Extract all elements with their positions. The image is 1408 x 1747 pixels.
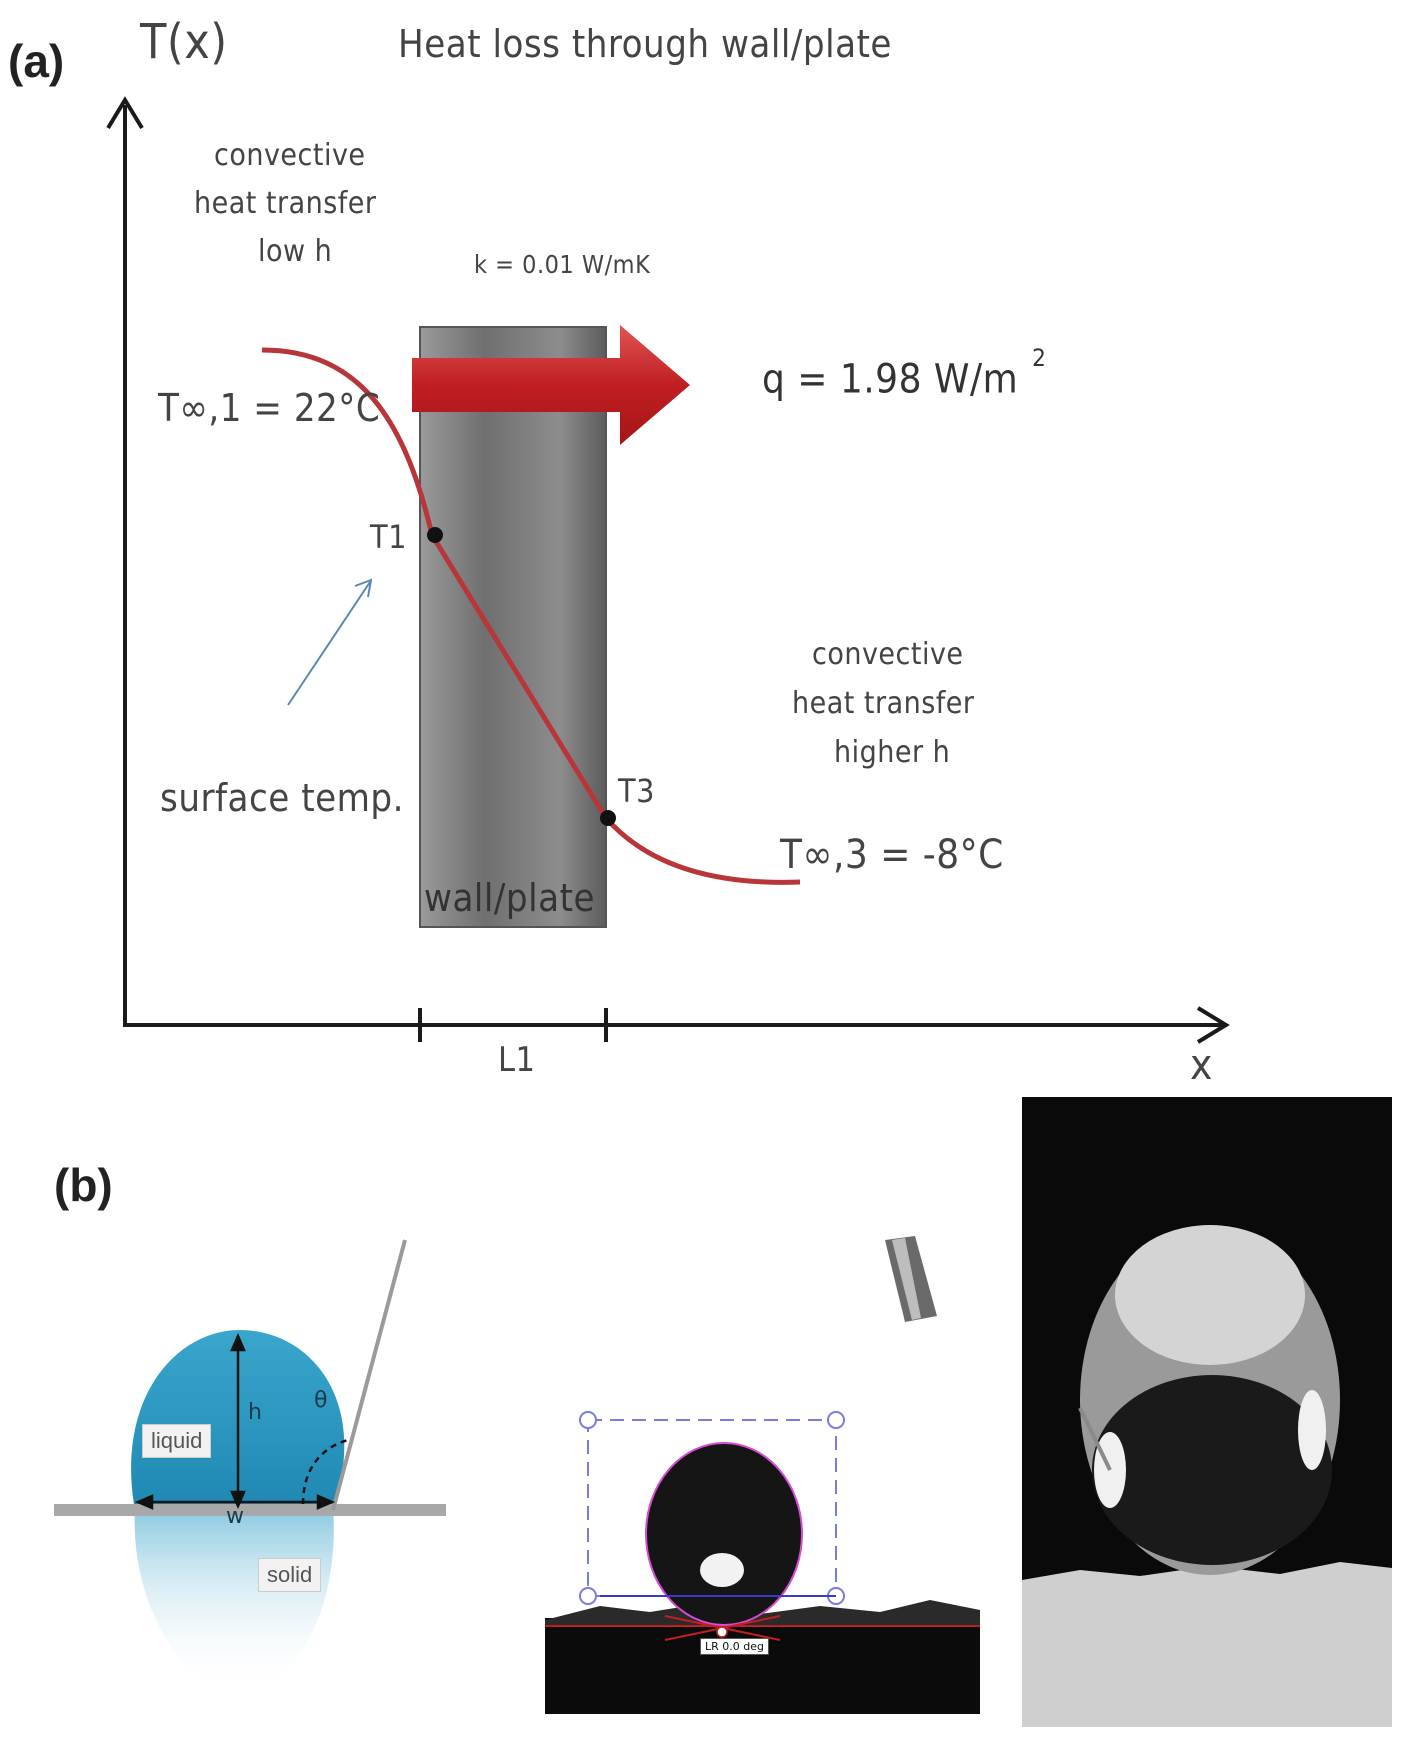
solid-surface (54, 1504, 446, 1516)
t3-label: T3 (618, 772, 655, 810)
axes (106, 96, 1230, 1044)
x-axis-label: x (1190, 1040, 1213, 1089)
left-convection-line-3: low h (258, 234, 333, 269)
wall-plate (419, 326, 607, 928)
height-dimension (230, 1332, 246, 1510)
right-convection-line-3: higher h (834, 735, 951, 770)
surface-temp-pointer (287, 578, 373, 706)
droplet (131, 1330, 345, 1510)
surface-temp-label: surface temp. (160, 776, 404, 820)
point-t3 (600, 810, 616, 826)
t1-label: T1 (370, 518, 407, 556)
conductivity-label: k = 0.01 W/mK (474, 250, 651, 279)
right-convection-line-2: heat transfer (792, 686, 975, 721)
droplet-photo (1022, 1097, 1392, 1727)
angle-readout: LR 0.0 deg (700, 1638, 769, 1655)
contact-angle-arc (301, 1438, 349, 1505)
width-label: w (226, 1504, 244, 1529)
length-label: L1 (498, 1040, 536, 1080)
heat-flux-label: q = 1.98 W/m 2 (762, 344, 1046, 403)
panel-a-label: (a) (8, 35, 65, 87)
right-convection-line-1: convective (812, 637, 964, 672)
y-axis-arrowhead (106, 96, 144, 130)
tangent-line (331, 1239, 407, 1511)
height-label: h (248, 1400, 262, 1425)
y-axis-label: T(x) (140, 14, 228, 70)
heat-flow-arrow (412, 325, 690, 445)
panel-b-label: (b) (54, 1159, 113, 1211)
liquid-label: liquid (142, 1424, 212, 1458)
t-inf-3-label: T∞,3 = -8°C (780, 832, 1004, 878)
solid-label: solid (258, 1558, 322, 1592)
heat-flux-value: q = 1.98 W/m (762, 356, 1019, 403)
heat-loss-diagram (106, 96, 1230, 1044)
angle-label: θ (314, 1388, 328, 1413)
left-convection-line-2: heat transfer (194, 186, 377, 221)
left-convection-line-1: convective (214, 138, 366, 173)
point-t1 (427, 527, 443, 543)
heat-flux-exponent: 2 (1032, 344, 1047, 372)
t-inf-1-label: T∞,1 = 22°C (158, 386, 381, 430)
wall-plate-label: wall/plate (424, 876, 596, 920)
droplet-reflection (134, 1510, 334, 1690)
x-axis-arrowhead (1196, 1006, 1230, 1044)
diagram-title: Heat loss through wall/plate (398, 22, 892, 66)
